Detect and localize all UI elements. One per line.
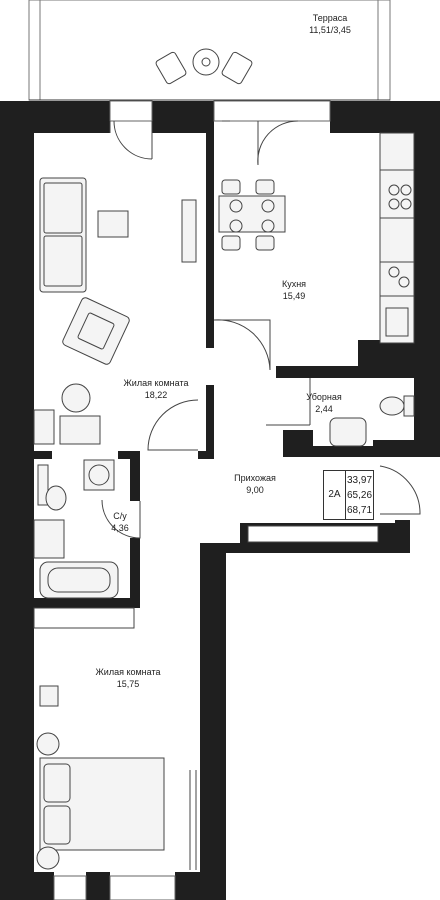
label-terrace: Терраса 11,51/3,45 [290,12,370,36]
room-name: Прихожая [234,473,276,483]
apartment-type: 2А [324,471,346,519]
room-area: 4,36 [111,523,129,533]
living1-furniture [33,177,197,445]
doors [101,120,421,870]
label-hall: Прихожая 9,00 [222,472,288,496]
bedroom-furniture [36,685,165,870]
walls [0,101,440,900]
room-area: 11,51/3,45 [309,25,351,35]
room-name: Уборная [306,392,342,402]
room-area: 15,49 [282,291,306,301]
room-area: 18,22 [144,390,168,400]
living-area: 33,97 [346,475,373,486]
apartment-summary: 2А 33,97 65,26 68,71 [323,470,374,520]
bath-fixtures [33,395,415,599]
label-living2: Жилая комната 15,75 [82,666,174,690]
room-name: Терраса [312,13,348,23]
windows [53,100,331,900]
terrace-outline [28,0,391,101]
room-area: 2,44 [315,404,333,414]
room-area: 9,00 [246,485,264,495]
room-area: 15,75 [116,679,140,689]
room-name: Жилая комната [123,378,189,388]
room-name: С/у [113,511,127,521]
kitchen-furniture [218,132,415,344]
hall-wardrobe [33,525,379,629]
label-living1: Жилая комната 18,22 [110,377,202,401]
label-wc: Уборная 2,44 [294,391,354,415]
label-kitchen: Кухня 15,49 [266,278,322,302]
total-area: 65,26 [346,490,373,501]
terrace-furniture [155,48,253,85]
label-bath: С/у 4,36 [100,510,140,534]
room-name: Жилая комната [95,667,161,677]
total-area-with-terrace: 68,71 [346,505,373,516]
area-values: 33,97 65,26 68,71 [346,473,373,518]
room-name: Кухня [281,279,307,289]
